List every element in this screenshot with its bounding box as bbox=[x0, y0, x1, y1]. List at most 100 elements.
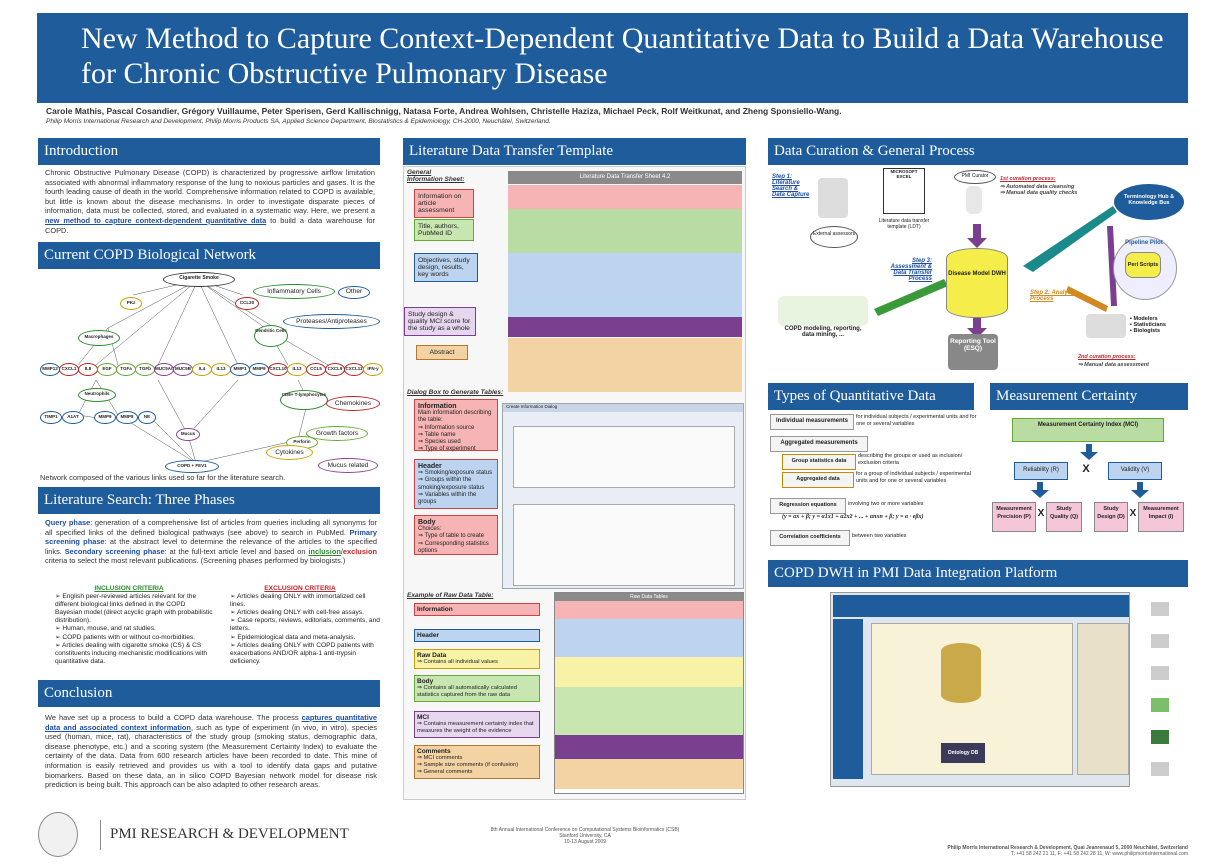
section-curation: Data Curation & General Process bbox=[768, 138, 1188, 165]
times-di: X bbox=[1129, 508, 1137, 519]
raw-body-band bbox=[555, 687, 743, 735]
litsearch-phases: Query phase: generation of a comprehensi… bbox=[45, 518, 377, 566]
node-copd-fev1: COPD + FEV1 bbox=[165, 460, 219, 473]
dialog-title: Create Information Dialog bbox=[503, 404, 743, 412]
legend-cytokines: Cytokines bbox=[266, 445, 313, 460]
query-phase-label: Query phase bbox=[45, 518, 91, 527]
esq-label: (ESQ) bbox=[963, 345, 983, 352]
arrow-bullet-icon: ➢ bbox=[55, 641, 62, 649]
node-mmp8: MMP8 bbox=[116, 411, 138, 424]
conf-line-2: Stanford University, CA bbox=[559, 833, 611, 839]
raw-item: Header bbox=[414, 629, 540, 642]
label-objectives: Objectives, study design, results, key w… bbox=[414, 253, 478, 282]
section-dwh: COPD DWH in PMI Data Integration Platfor… bbox=[768, 560, 1188, 587]
dialog-bullet: ⇒ Smoking/exposure status bbox=[418, 470, 494, 477]
raw-bullet: ⇒ General comments bbox=[417, 769, 537, 776]
node-ne: NE bbox=[138, 411, 156, 424]
dialog-body-area[interactable] bbox=[513, 504, 735, 586]
node-neutrophils: Neutrophils bbox=[78, 388, 116, 402]
dialog-bullet-text: Species used bbox=[424, 439, 461, 446]
criteria-item: ➢ Articles dealing ONLY with immortalize… bbox=[230, 593, 380, 609]
reliability-box: Reliability (R) bbox=[1014, 462, 1068, 480]
pmi-curator: PMI Curator bbox=[954, 170, 996, 184]
raw-item: Raw Data⇒ Contains all individual values bbox=[414, 649, 540, 669]
individual-box: Individual measurements bbox=[770, 414, 854, 430]
group-stat-desc: describing the groups or used as inclusi… bbox=[858, 453, 963, 466]
legend-proteases: Proteases/Antiproteases bbox=[283, 314, 380, 329]
dialog-bullet-text: Groups within the smoking/exposure statu… bbox=[418, 477, 485, 491]
curation-diagram: Step 1: Literature Search & Data Capture… bbox=[768, 166, 1188, 376]
footer-conference: 8th Annual International Conference on C… bbox=[470, 827, 700, 845]
modeling-icon bbox=[778, 296, 868, 326]
dialog-bullet-text: Corresponding statistics options bbox=[418, 540, 489, 554]
arrow-bullet-icon: ➢ bbox=[230, 641, 237, 649]
arrow-icon: ⇒ bbox=[417, 659, 424, 665]
secondary-phase-label: Secondary screening phase bbox=[64, 546, 165, 556]
second-curation-title: 2nd curation process: bbox=[1078, 354, 1136, 360]
curation-bullet: ⇒ Manual data assessment bbox=[1078, 362, 1178, 368]
dialog-info-area[interactable] bbox=[513, 426, 735, 488]
query-phase-text: : generation of a comprehensive list of … bbox=[45, 518, 377, 537]
dialog-item: Header⇒ Smoking/exposure status⇒ Groups … bbox=[414, 459, 498, 509]
section-template: Literature Data Transfer Template bbox=[403, 138, 746, 165]
regression-desc: involving two or more variables bbox=[848, 501, 924, 507]
conclusion-t2: , such as type of experiment (in vivo, i… bbox=[45, 722, 377, 761]
network-edges bbox=[77, 279, 329, 464]
bullet-icon: ⇒ bbox=[1000, 184, 1006, 190]
node-mediator: TGFb bbox=[135, 363, 155, 376]
dialog-bullet: ⇒ Type of experiment bbox=[418, 446, 494, 453]
quality-box: Study Quality (Q) bbox=[1046, 502, 1082, 532]
conf-line-3: 10-13 August 2009 bbox=[564, 839, 606, 845]
arrow-bullet-icon: ➢ bbox=[55, 633, 63, 641]
node-mediator: MMP12 bbox=[40, 363, 60, 376]
arrow-bullet-icon: ➢ bbox=[230, 609, 237, 617]
sheet-block-title bbox=[508, 209, 742, 253]
dialog-bullet: ⇒ Type of table to create bbox=[418, 533, 494, 540]
raw-bullet: ⇒ Contains measurement certainty index t… bbox=[417, 721, 537, 735]
individual-desc: for individual subjects / experimental u… bbox=[856, 414, 977, 427]
node-mediator: IL13 bbox=[211, 363, 231, 376]
node-timp1: TIMP1 bbox=[40, 411, 62, 424]
network-icon bbox=[1151, 698, 1169, 712]
label-title-authors: Title, authors, PubMed ID bbox=[414, 219, 474, 241]
inclusion-list: ➢ English peer-reviewed articles relevan… bbox=[45, 593, 213, 666]
arrow-icon: ⇒ bbox=[418, 439, 425, 446]
arrow-icon: ⇒ bbox=[417, 762, 424, 768]
node-mediator: MUC5B bbox=[173, 363, 193, 376]
curation-bullet: ▪ Biologists bbox=[1130, 328, 1186, 334]
legend-chemokines: Chemokines bbox=[326, 396, 380, 411]
agg-data-desc: for a group of individual subjects / exp… bbox=[856, 471, 971, 484]
reporting-label: Reporting Tool bbox=[950, 338, 996, 345]
times-pq: X bbox=[1037, 508, 1045, 519]
legend-growth-factors: Growth factors bbox=[306, 426, 368, 441]
raw-item-title: Comments bbox=[417, 748, 451, 755]
external-assessors: External assessors bbox=[810, 226, 858, 248]
first-curation-list: ⇒ Automated data cleansing⇒ Manual data … bbox=[1000, 184, 1100, 196]
criteria-text: Case reports, reviews, editorials, comme… bbox=[230, 617, 380, 633]
agg-data-box: Aggregated data bbox=[782, 472, 854, 488]
node-a1at: A1AT bbox=[62, 411, 84, 424]
raw-bullet: ⇒ Contains all automatically calculated … bbox=[417, 685, 537, 699]
raw-bullet-text: MCI comments bbox=[423, 755, 463, 761]
bullet-icon: ⇒ bbox=[1078, 362, 1085, 368]
raw-item-title: Body bbox=[417, 678, 434, 685]
affiliation: Philip Morris International Research and… bbox=[46, 118, 551, 125]
step2-label: Step 2: Analysis Process bbox=[1030, 290, 1077, 302]
inclusion-word: inclusion bbox=[308, 546, 341, 556]
arrow-icon: ⇒ bbox=[418, 470, 425, 477]
dialog-item-title: Header bbox=[418, 463, 442, 470]
regression-box: Regression equations bbox=[770, 498, 846, 514]
raw-bullet-text: Contains all automatically calculated st… bbox=[417, 685, 517, 698]
sheet-title: Literature Data Transfer Sheet 4.2 bbox=[508, 171, 742, 184]
arrow-icon: ⇒ bbox=[418, 446, 425, 453]
dwh-diagram: Ontology DB bbox=[830, 592, 1130, 787]
node-mediator: EGF bbox=[97, 363, 117, 376]
curation-bullet-text: Automated data cleansing bbox=[1005, 184, 1075, 190]
raw-bullet-text: Sample size comments (if confusion) bbox=[423, 762, 519, 768]
arrow-icon: ⇒ bbox=[418, 533, 425, 540]
terminology-hub: Terminology Hub & Knowledge Bus bbox=[1114, 184, 1184, 220]
label-mci-score: Study design & quality MCI score for the… bbox=[404, 307, 476, 336]
certainty-panel: Measurement Certainty Index (MCI) Reliab… bbox=[990, 412, 1188, 552]
node-mediator: MUC5AC bbox=[154, 363, 174, 376]
ontology-db: Ontology DB bbox=[941, 743, 985, 763]
